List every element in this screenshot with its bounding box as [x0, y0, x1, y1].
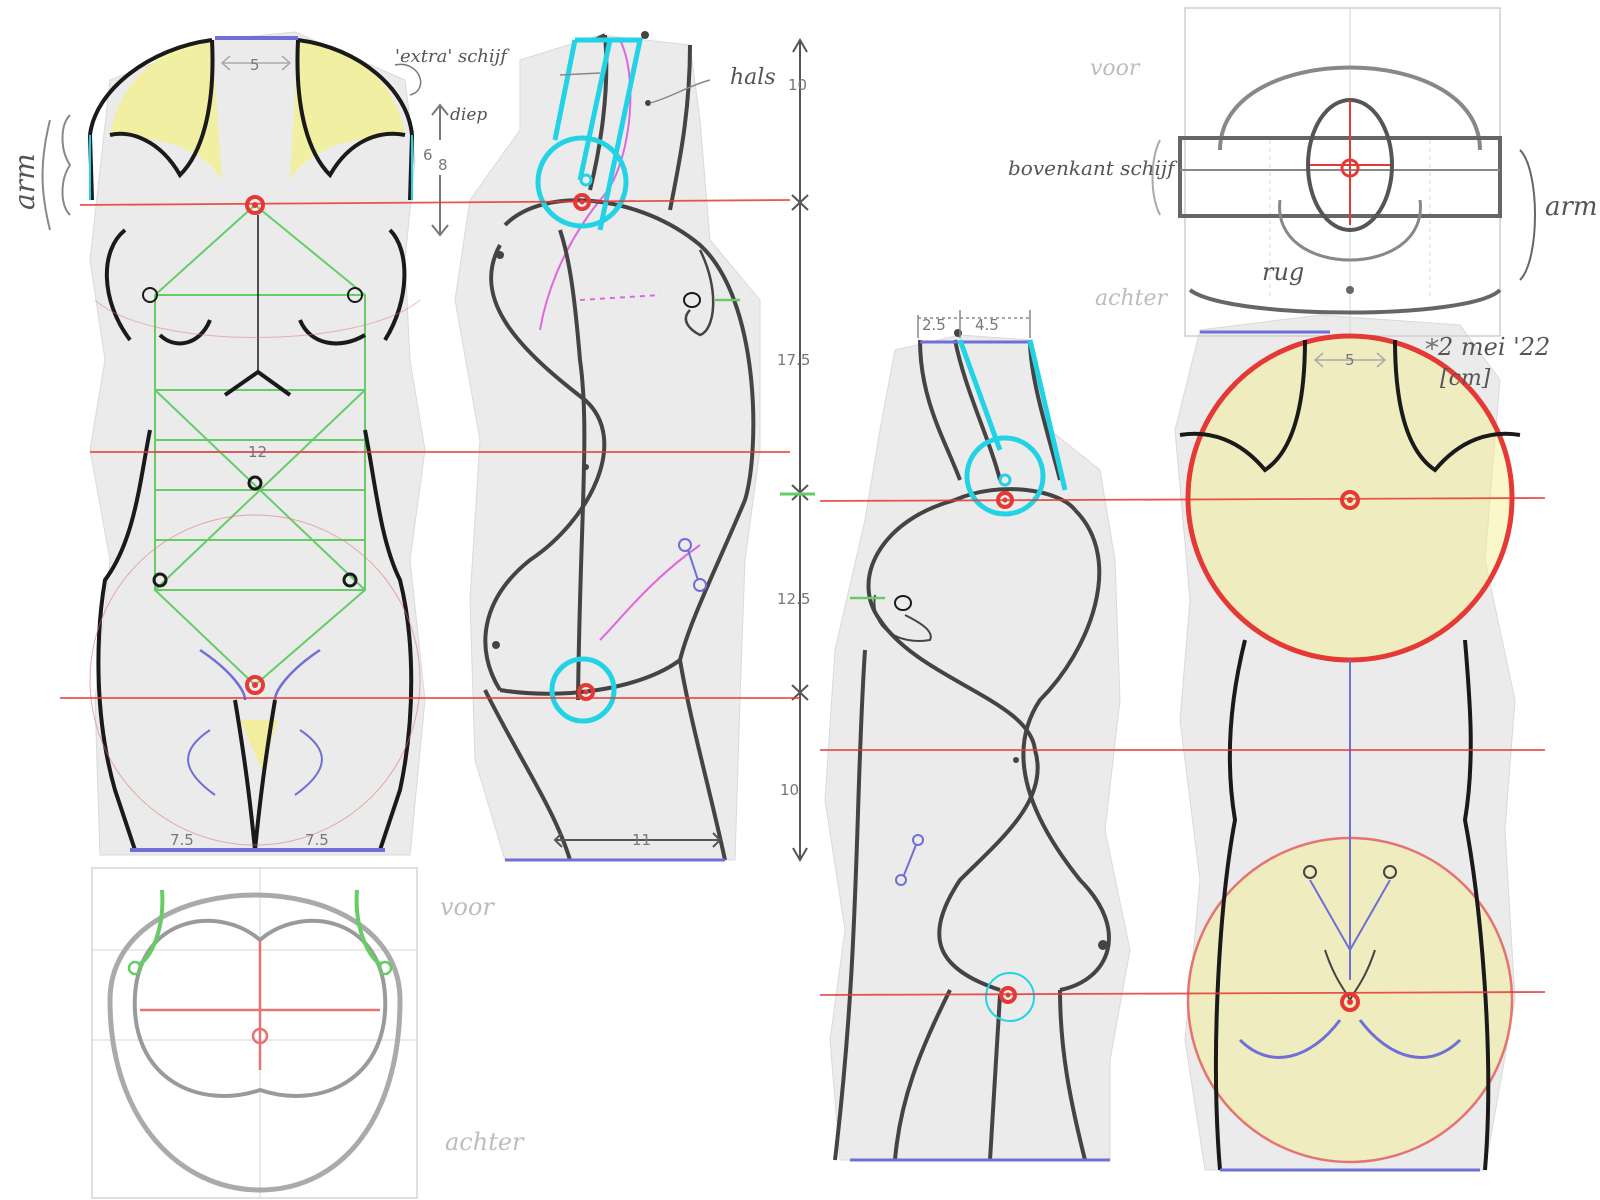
front-shoulder-fill-right: [290, 40, 405, 180]
label-diep: diep: [450, 105, 487, 125]
side-right-body-outline: [833, 339, 1111, 1161]
plan-view-top-right: [1151, 7, 1536, 337]
text-labels: arm 'extra' schijf diep hals voor achter…: [8, 46, 1598, 1156]
front-green-grid: [154, 204, 366, 687]
back-view: [1179, 330, 1521, 1172]
dim-right-top-2-5: 2.5: [922, 316, 946, 334]
plan-disc-band: [1178, 136, 1502, 218]
front-view-stone: [89, 31, 426, 856]
dim-side-base: 11: [632, 831, 651, 849]
dim-side-belly: 12.5: [777, 590, 810, 608]
side-right-neck-cyan: [957, 339, 1068, 517]
dim-depth-8: 8: [438, 156, 448, 174]
label-rug: rug: [1262, 258, 1304, 286]
back-view-stone: [1174, 314, 1516, 1171]
plan-back-arc: [1188, 288, 1502, 315]
dim-side-neck: 10: [788, 76, 807, 94]
label-arm-left: arm: [8, 153, 41, 210]
label-arm-right: arm: [1545, 192, 1598, 222]
label-voor-bottom: voor: [440, 893, 495, 921]
reference-lines: [60, 199, 1546, 996]
label-achter-bottom: achter: [445, 1128, 525, 1156]
side-dimension-ruler: [791, 38, 809, 862]
dim-front-shoulder-gap: 5: [250, 56, 260, 74]
dimension-labels: 5 6 8 12 7.5 7.5 10 17.5 12.5 10 11 2.5 …: [170, 56, 1355, 849]
side-view-right-stone: [824, 334, 1131, 1161]
label-date: 2 mei '22: [1437, 333, 1550, 361]
dim-right-top-4-5: 4.5: [975, 316, 999, 334]
dim-back-shoulder-gap: 5: [1345, 351, 1355, 369]
plan-view-bottom-left: [91, 867, 418, 1199]
label-bovenkant-schijf: bovenkant schijf: [1008, 156, 1178, 180]
dim-hip-left: 7.5: [170, 831, 194, 849]
plan-outer-ring-bottom: [107, 892, 403, 1193]
label-voor-top: voor: [1090, 56, 1141, 81]
label-hals: hals: [730, 65, 776, 90]
side-view-stone: [454, 34, 761, 861]
dim-depth-6: 6: [423, 146, 433, 164]
plan-outer-ring: [1218, 65, 1482, 151]
side-neck-cyan: [535, 37, 644, 724]
front-shoulder-fill-left: [110, 40, 222, 180]
dim-hip-right: 7.5: [305, 831, 329, 849]
dim-side-lower: 10: [780, 781, 799, 799]
label-unit: [cm]: [1440, 366, 1491, 391]
dim-side-torso: 17.5: [777, 351, 810, 369]
label-achter-top: achter: [1095, 286, 1168, 311]
label-extra-schijf-line1: 'extra' schijf: [395, 46, 510, 67]
back-body-outline: [1179, 339, 1521, 1171]
dim-waist-width: 12: [248, 443, 267, 461]
